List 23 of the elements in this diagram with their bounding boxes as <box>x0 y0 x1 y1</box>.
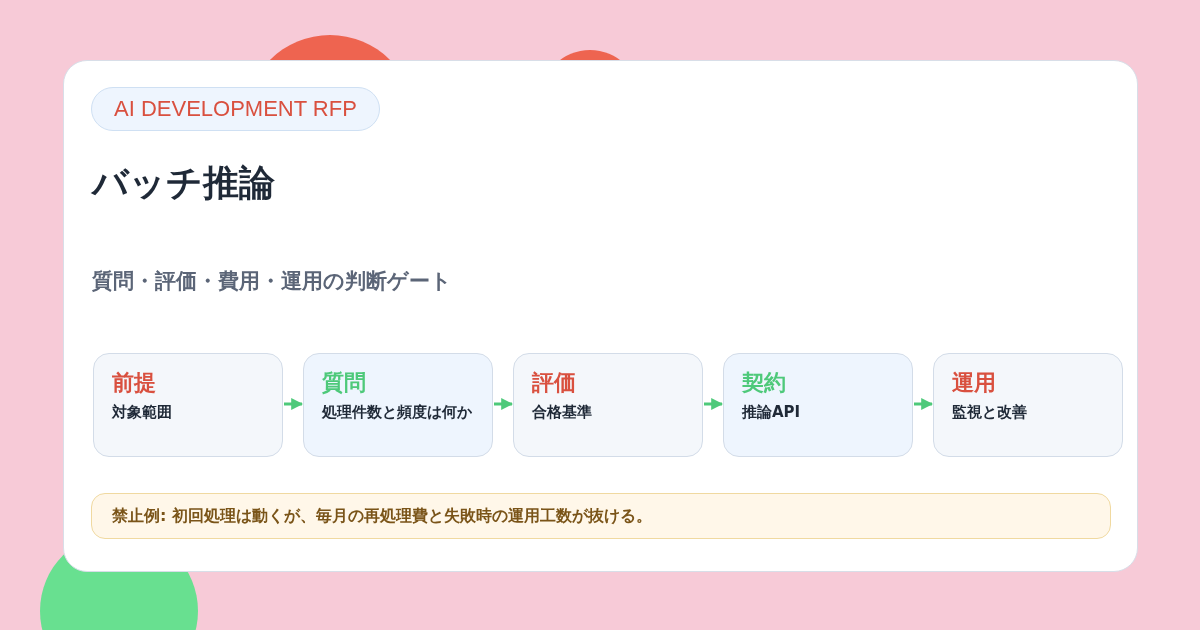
step-box <box>933 353 1123 457</box>
step-text: 監視と改善 <box>952 402 1028 422</box>
step-heading: 前提 <box>112 369 156 397</box>
step-text: 対象範囲 <box>112 402 173 422</box>
step-box <box>93 353 283 457</box>
step-heading: 運用 <box>952 369 996 397</box>
step-box <box>303 353 493 457</box>
step-heading: 契約 <box>742 369 786 397</box>
title: バッチ推論 <box>92 161 275 205</box>
tag-pill: AI DEVELOPMENT RFP <box>91 87 380 131</box>
subtitle: 質問・評価・費用・運用の判断ゲート <box>92 268 452 295</box>
step-text: 処理件数と頻度は何か <box>322 402 473 422</box>
step-text: 推論API <box>742 402 802 422</box>
step-heading: 質問 <box>322 369 366 397</box>
step-box <box>723 353 913 457</box>
arrow <box>284 398 304 410</box>
warning-note: 禁止例: 初回処理は動くが、毎月の再処理費と失敗時の運用工数が抜ける。 <box>91 493 1111 539</box>
arrow <box>704 398 724 410</box>
step-text: 合格基準 <box>532 402 593 422</box>
arrow <box>914 398 934 410</box>
step-box <box>513 353 703 457</box>
arrow <box>494 398 514 410</box>
step-heading: 評価 <box>532 369 576 397</box>
